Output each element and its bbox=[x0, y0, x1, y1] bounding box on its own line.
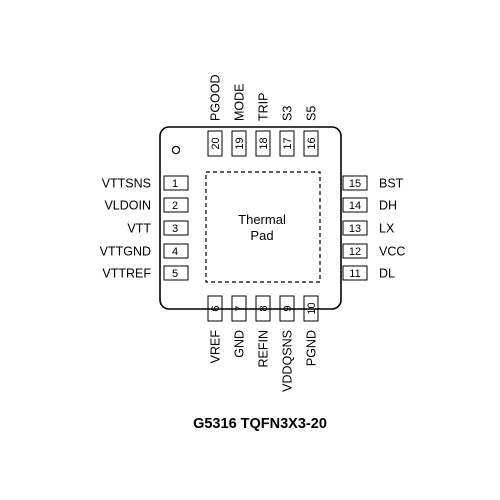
pin-number-13: 13 bbox=[349, 223, 361, 235]
pin-number-20: 20 bbox=[210, 137, 222, 149]
pin-number-19: 19 bbox=[234, 137, 246, 149]
pin-label-pgnd: PGND bbox=[305, 330, 319, 366]
pin-pad-17 bbox=[279, 130, 295, 157]
pin-pad-18 bbox=[255, 130, 271, 157]
pin-number-6: 6 bbox=[210, 305, 222, 311]
pin-pad-20 bbox=[207, 130, 223, 157]
pin-pad-12 bbox=[342, 243, 368, 259]
pin-label-bst: BST bbox=[379, 177, 404, 191]
pin-label-refin: REFIN bbox=[257, 330, 271, 368]
package-caption: G5316 TQFN3X3-20 bbox=[193, 416, 327, 432]
pin-pad-14 bbox=[342, 197, 368, 213]
pin-label-dh: DH bbox=[379, 199, 397, 213]
pin-number-2: 2 bbox=[172, 200, 178, 212]
pin-number-17: 17 bbox=[282, 137, 294, 149]
pin-number-10: 10 bbox=[306, 302, 318, 314]
pin-pad-13 bbox=[342, 220, 368, 236]
pin-number-7: 7 bbox=[234, 305, 246, 311]
pin-pad-7 bbox=[231, 295, 247, 322]
thermal-pad-label-2: Pad bbox=[250, 228, 273, 243]
pin-number-11: 11 bbox=[349, 268, 360, 280]
pin-pad-19 bbox=[231, 130, 247, 157]
pin-pad-15 bbox=[342, 175, 368, 191]
thermal-pad-label-1: Thermal bbox=[238, 212, 286, 227]
pin-label-vttsns: VTTSNS bbox=[102, 177, 151, 191]
pin-pad-16 bbox=[303, 130, 319, 157]
pin-number-18: 18 bbox=[258, 137, 270, 149]
pin-pad-3 bbox=[163, 220, 189, 236]
pin-label-s5: S5 bbox=[305, 106, 319, 121]
pin-number-1: 1 bbox=[172, 178, 178, 190]
pin-pad-2 bbox=[163, 197, 189, 213]
pin-label-trip: TRIP bbox=[257, 93, 271, 121]
pin-number-16: 16 bbox=[306, 137, 318, 149]
pins-right-side: 11 DL 12 VCC 13 LX 14 DH 15 BST bbox=[342, 175, 405, 281]
pin-pad-9 bbox=[279, 295, 295, 322]
pin-pad-1 bbox=[163, 175, 189, 191]
pin-label-s3: S3 bbox=[281, 106, 295, 121]
pin-label-pgood: PGOOD bbox=[209, 74, 223, 121]
pin-label-vddqsns: VDDQSNS bbox=[281, 330, 295, 392]
pin-pad-4 bbox=[163, 243, 189, 259]
pin-number-14: 14 bbox=[349, 200, 361, 212]
thermal-pad bbox=[205, 171, 321, 283]
pins-left-side: 1 VTTSNS 2 VLDOIN 3 VTT 4 VTTGND 5 VTTREF bbox=[100, 175, 189, 281]
pin-label-vtt: VTT bbox=[127, 222, 151, 236]
pin-pad-8 bbox=[255, 295, 271, 322]
pin-label-vcc: VCC bbox=[379, 245, 405, 259]
package-body bbox=[159, 126, 342, 310]
pin-label-vttref: VTTREF bbox=[102, 267, 151, 281]
pin-number-9: 9 bbox=[282, 305, 294, 311]
pin-number-3: 3 bbox=[172, 223, 178, 235]
pin-pad-10 bbox=[303, 295, 319, 322]
pin-pad-11 bbox=[342, 265, 368, 281]
pin-label-vldoin: VLDOIN bbox=[104, 199, 151, 213]
pin-number-15: 15 bbox=[349, 178, 361, 190]
pin-pad-6 bbox=[207, 295, 223, 322]
pin-number-8: 8 bbox=[258, 305, 270, 311]
pin-label-mode: MODE bbox=[233, 84, 247, 122]
pin-number-12: 12 bbox=[349, 246, 361, 258]
pin-label-dl: DL bbox=[379, 267, 395, 281]
pin1-marker bbox=[171, 145, 181, 155]
pin-number-4: 4 bbox=[172, 246, 178, 258]
pin-pad-5 bbox=[163, 265, 189, 281]
pins-top-side: 16 S5 17 S3 18 TRIP 19 MODE 20 PGOOD bbox=[207, 74, 319, 157]
pin-label-gnd: GND bbox=[233, 330, 247, 358]
pin-number-5: 5 bbox=[172, 268, 178, 280]
pin-label-vref: VREF bbox=[209, 330, 223, 364]
pin-label-lx: LX bbox=[379, 222, 395, 236]
pin-label-vttgnd: VTTGND bbox=[100, 245, 151, 259]
